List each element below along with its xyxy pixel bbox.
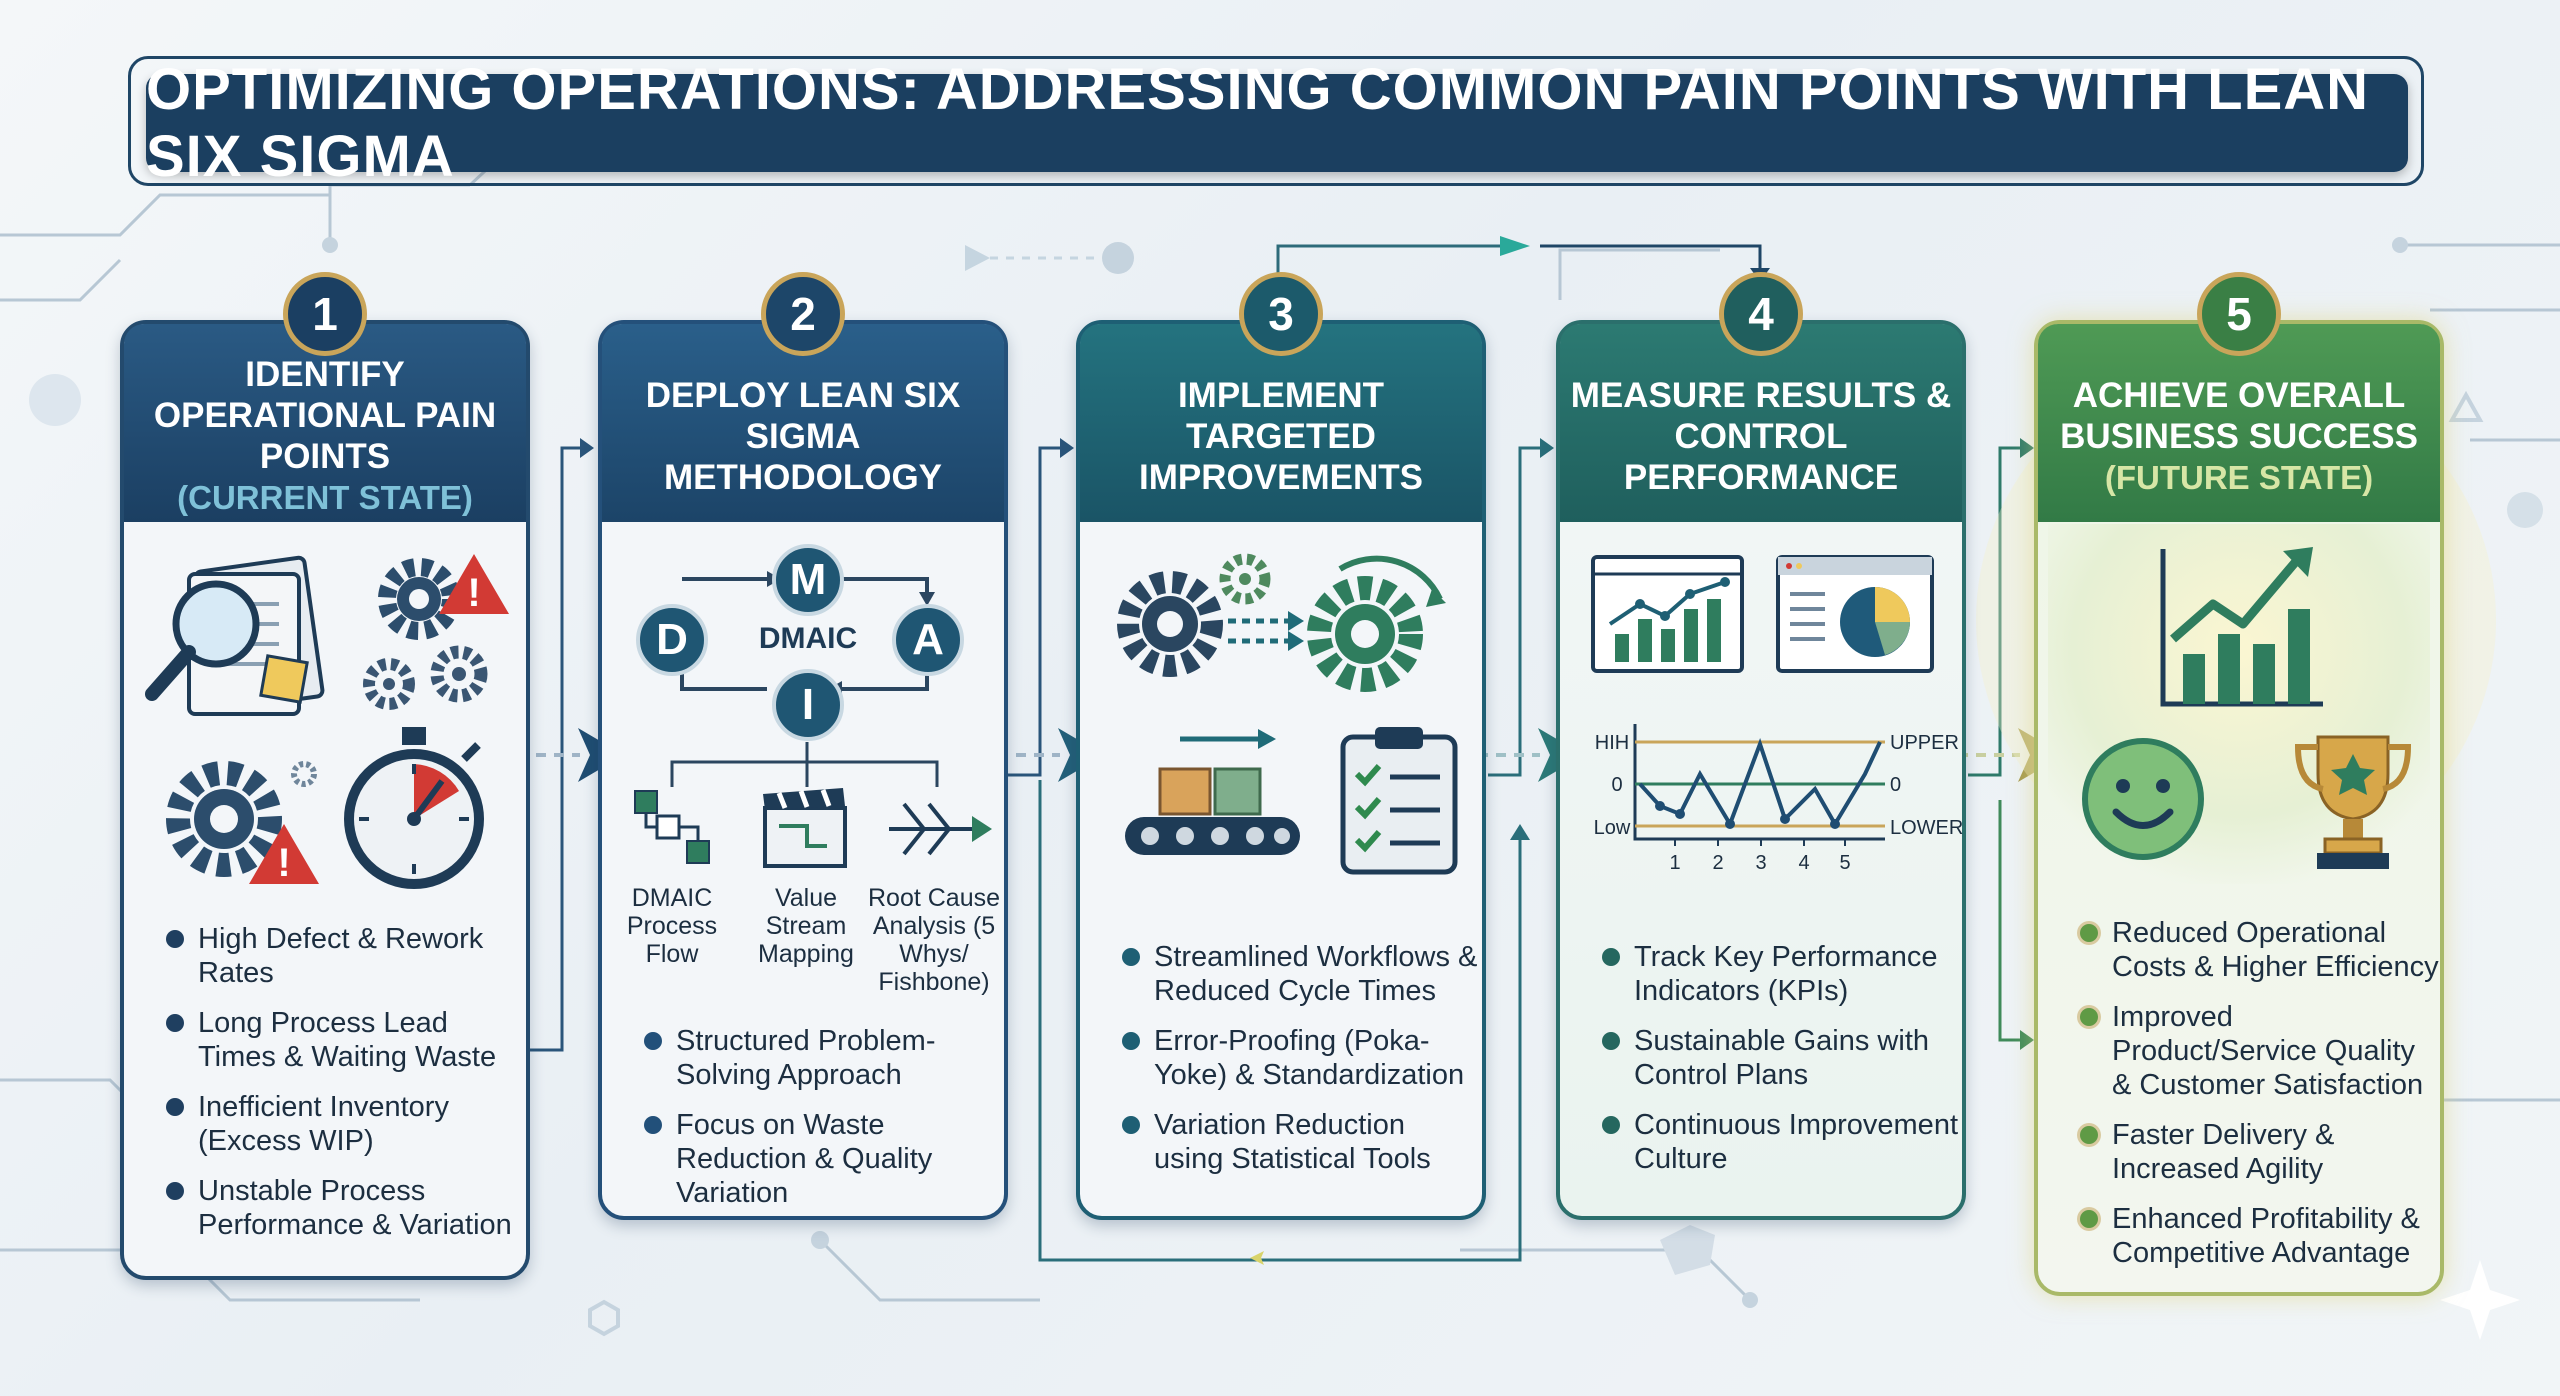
dmaic-node-d: D: [636, 604, 708, 676]
bullet-list: High Defect & Rework Rates Long Process …: [124, 922, 526, 1258]
step-number-badge: 4: [1719, 272, 1803, 356]
list-item: Long Process Lead Times & Waiting Waste: [160, 1006, 526, 1074]
svg-text:!: !: [277, 841, 290, 885]
clapperboard-icon: [763, 788, 847, 868]
step-title: MEASURE RESULTS & CONTROL PERFORMANCE: [1570, 375, 1952, 497]
list-item: Streamlined Workflows & Reduced Cycle Ti…: [1116, 940, 1482, 1008]
step-title: IDENTIFY OPERATIONAL PAIN POINTS: [153, 355, 497, 476]
control-chart: [1633, 724, 1885, 846]
gear-warning-icon: !: [166, 761, 319, 885]
bar-line-dashboard-icon: [1591, 555, 1744, 673]
page-title: OPTIMIZING OPERATIONS: ADDRESSING COMMON…: [146, 57, 2408, 189]
magnifier-document-icon: [145, 555, 325, 716]
conveyor-icon: [1125, 729, 1300, 855]
step-number-badge: 5: [2197, 272, 2281, 356]
step-number-badge: 3: [1239, 272, 1323, 356]
gear-warning-icon: !: [378, 554, 509, 640]
stopwatch-icon: [344, 727, 484, 889]
list-item: Reduced Operational Costs & Higher Effic…: [2074, 916, 2440, 984]
smiley-icon: [2082, 738, 2204, 860]
list-item: Sustainable Gains with Control Plans: [1596, 1024, 1962, 1092]
step-number-badge: 1: [283, 272, 367, 356]
step-panel-3: IMPLEMENT TARGETED IMPROVEMENTS 3 Stream…: [1076, 272, 1486, 1220]
chart-x-tick: 2: [1712, 852, 1724, 874]
chart-right-label: UPPER: [1890, 732, 1959, 754]
chart-x-tick: 3: [1755, 852, 1767, 874]
step-panel-1: IDENTIFY OPERATIONAL PAIN POINTS (CURREN…: [120, 272, 530, 1280]
trophy-icon: [2294, 735, 2412, 869]
checklist-icon: [1340, 727, 1458, 875]
list-item: Faster Delivery & Increased Agility: [2074, 1118, 2440, 1186]
step-header: MEASURE RESULTS & CONTROL PERFORMANCE: [1560, 324, 1962, 522]
list-item: Structured Problem-Solving Approach: [638, 1024, 1004, 1092]
step-title: DEPLOY LEAN SIX SIGMA METHODOLOGY: [645, 375, 961, 497]
dmaic-node-m: M: [772, 544, 844, 616]
step-header: ACHIEVE OVERALL BUSINESS SUCCESS (FUTURE…: [2038, 324, 2440, 522]
list-item: Improved Product/Service Quality & Custo…: [2074, 1000, 2440, 1102]
list-item: Variation Reduction using Statistical To…: [1116, 1108, 1482, 1176]
step-number-badge: 2: [761, 272, 845, 356]
list-item: Continuous Improvement Culture: [1596, 1108, 1962, 1176]
step-header: IDENTIFY OPERATIONAL PAIN POINTS (CURREN…: [124, 324, 526, 522]
list-item: Focus on Waste Reduction & Quality Varia…: [638, 1108, 1004, 1210]
list-item: Track Key Performance Indicators (KPIs): [1596, 940, 1962, 1008]
chart-left-label: Low: [1593, 817, 1631, 839]
chart-left-label: HIH: [1594, 732, 1630, 754]
growth-chart-icon: [2160, 547, 2323, 707]
step-title: IMPLEMENT TARGETED IMPROVEMENTS: [1139, 375, 1423, 497]
tool-label: DMAIC Process Flow: [626, 884, 718, 968]
dmaic-center-label: DMAIC: [758, 622, 858, 655]
list-item: Enhanced Profitability & Competitive Adv…: [2074, 1202, 2440, 1270]
chart-left-label: 0: [1611, 774, 1623, 796]
chart-right-label: LOWER: [1890, 817, 1964, 839]
tool-label: Value Stream Mapping: [758, 884, 854, 968]
tool-label: Root Cause Analysis (5 Whys/ Fishbone): [867, 884, 1001, 996]
list-item: Inefficient Inventory (Excess WIP): [160, 1090, 526, 1158]
chart-x-tick: 1: [1669, 852, 1681, 874]
step-header: IMPLEMENT TARGETED IMPROVEMENTS: [1080, 324, 1482, 522]
list-item: High Defect & Rework Rates: [160, 922, 526, 990]
dmaic-node-a: A: [892, 604, 964, 676]
tool-connector-lines: [670, 742, 939, 787]
chart-right-label: 0: [1890, 774, 1902, 796]
bullet-list: Structured Problem-Solving Approach Focu…: [602, 1024, 1004, 1226]
dmaic-node-i: I: [772, 669, 844, 741]
gears-flow-icon: [1117, 553, 1446, 692]
bullet-list: Streamlined Workflows & Reduced Cycle Ti…: [1080, 940, 1482, 1192]
flowchart-icon: [634, 790, 710, 864]
step-header: DEPLOY LEAN SIX SIGMA METHODOLOGY: [602, 324, 1004, 522]
svg-text:!: !: [467, 571, 480, 615]
pie-dashboard-icon: [1776, 555, 1934, 673]
bullet-list: Reduced Operational Costs & Higher Effic…: [2038, 916, 2440, 1286]
chart-x-tick: 5: [1839, 852, 1851, 874]
chart-x-tick: 4: [1798, 852, 1810, 874]
gears-icon: [363, 645, 488, 710]
title-frame: [128, 56, 2424, 186]
fishbone-icon: [889, 802, 992, 856]
step-panel-2: DEPLOY LEAN SIX SIGMA METHODOLOGY 2 M D …: [598, 272, 1008, 1220]
step-title: ACHIEVE OVERALL BUSINESS SUCCESS: [2060, 375, 2418, 456]
step-panel-5: ACHIEVE OVERALL BUSINESS SUCCESS (FUTURE…: [2034, 272, 2444, 1296]
bullet-list: Track Key Performance Indicators (KPIs) …: [1560, 940, 1962, 1192]
list-item: Unstable Process Performance & Variation: [160, 1174, 526, 1242]
step-panel-4: MEASURE RESULTS & CONTROL PERFORMANCE 4 …: [1556, 272, 1966, 1220]
step-subtitle: (FUTURE STATE): [2104, 458, 2374, 496]
step-subtitle: (CURRENT STATE): [177, 479, 473, 516]
list-item: Error-Proofing (Poka-Yoke) & Standardiza…: [1116, 1024, 1482, 1092]
